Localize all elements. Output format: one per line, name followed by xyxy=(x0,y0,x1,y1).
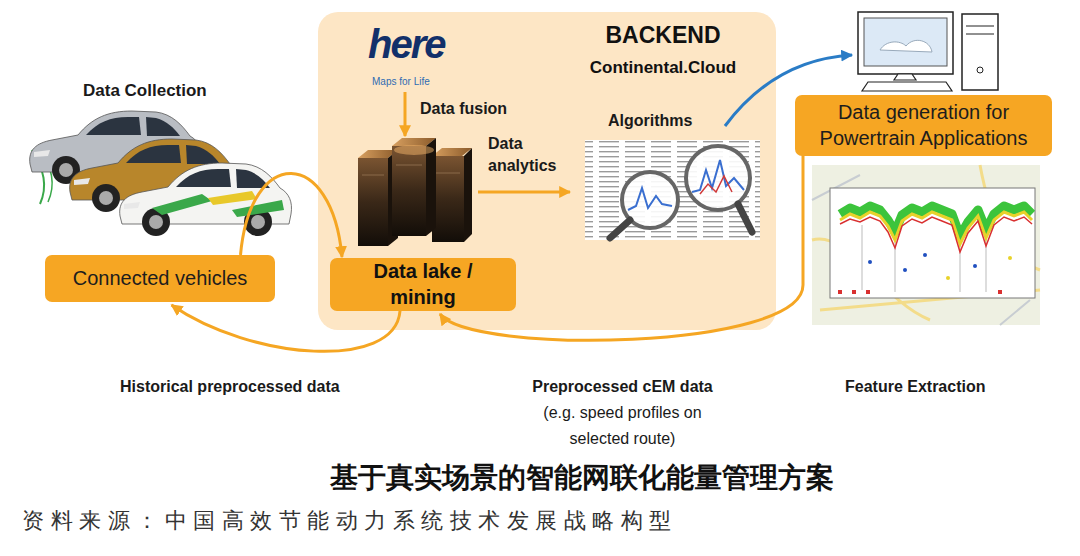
cars-picture-part-part xyxy=(208,191,257,205)
speed-profile-chart-part xyxy=(973,264,977,268)
logo-tagline: Maps for Life xyxy=(372,76,430,87)
algorithms-picture-part xyxy=(700,176,732,194)
caption: 基于真实场景的智能网联化能量管理方案 xyxy=(330,459,834,497)
region-heading: Continental.Cloud xyxy=(568,58,758,78)
label-slot: 资料来源：中国高效节能动力系统技术发展战略构型 xyxy=(22,506,678,536)
algorithms-picture-part xyxy=(610,220,630,238)
label-slot: Data fusion xyxy=(420,100,507,118)
cars-picture-part xyxy=(120,163,292,236)
speed-profile-chart-part xyxy=(903,268,907,272)
server-icon-part xyxy=(464,148,472,242)
process-box: Data generation for Powertrain Applicati… xyxy=(795,95,1052,156)
edge-label: Preprocessed cEM data xyxy=(515,378,730,396)
label-slot: Historical preprocessed data xyxy=(120,378,340,396)
computer-icon xyxy=(858,12,998,91)
server-icon-part xyxy=(358,158,388,246)
analytics-arrow xyxy=(478,191,570,194)
process-box: Data lake / mining xyxy=(330,258,516,311)
label-slot: Data analytics xyxy=(488,133,576,177)
computer-icon-part xyxy=(880,40,932,52)
computer-icon-part xyxy=(977,67,983,73)
region-fill xyxy=(318,12,776,330)
algorithms-picture-part xyxy=(585,140,760,240)
step-label: Data fusion xyxy=(420,100,507,118)
label-slot: Data Collection xyxy=(83,81,207,101)
cars-picture-part-part xyxy=(152,194,212,215)
label-slot: (e.g. speed profiles on selected route) xyxy=(515,400,730,452)
source-note: 资料来源：中国高效节能动力系统技术发展战略构型 xyxy=(22,506,678,536)
algorithms-picture-part xyxy=(585,140,760,240)
cars-picture-part-part xyxy=(232,200,284,217)
server-icon xyxy=(358,138,472,246)
step-label: Algorithms xyxy=(608,112,692,130)
computer-icon-part xyxy=(894,74,916,80)
process-box: Connected vehicles xyxy=(45,255,275,302)
note-text: (e.g. speed profiles on selected route) xyxy=(515,400,730,452)
computer-icon-part xyxy=(864,18,947,66)
speed-profile-chart-part xyxy=(923,253,927,257)
step-label: Feature Extraction xyxy=(845,378,985,396)
label-slot: 基于真实场景的智能网联化能量管理方案 xyxy=(330,459,834,497)
server-icon-part xyxy=(392,146,426,236)
computer-icon-part xyxy=(862,82,952,91)
label-slot: Preprocessed cEM data xyxy=(515,378,730,396)
computer-icon-part xyxy=(962,14,998,90)
server-icon-part xyxy=(436,173,460,174)
edge-label: Historical preprocessed data xyxy=(120,378,340,396)
speed-profile-chart-part xyxy=(840,217,1032,252)
server-icon-part xyxy=(432,156,464,242)
speed-profile-chart-part xyxy=(830,188,1035,298)
box-text: Data lake / mining xyxy=(342,259,504,310)
box-text: Connected vehicles xyxy=(73,266,248,292)
step-label: Data analytics xyxy=(488,133,576,177)
algorithms-picture-part xyxy=(686,146,750,210)
box-text: Data generation for Powertrain Applicati… xyxy=(807,100,1040,151)
algorithms-picture-part xyxy=(628,188,672,210)
label-slot: Feature Extraction xyxy=(845,378,985,396)
speed-profile-chart-part xyxy=(838,290,842,294)
algorithms-picture-part xyxy=(738,204,752,232)
server-icon-part xyxy=(396,165,422,166)
speed-profile-chart-part xyxy=(862,225,863,290)
computer-icon-part xyxy=(858,12,953,74)
computer-icon-part xyxy=(966,34,994,35)
section-heading: Data Collection xyxy=(83,81,207,101)
label-slot: Algorithms xyxy=(608,112,692,130)
region-heading: BACKEND xyxy=(568,22,758,49)
label-slot: here xyxy=(368,22,445,67)
cars-picture xyxy=(30,111,292,236)
speed-profile-chart-part xyxy=(1008,256,1012,260)
speed-profile-chart-part xyxy=(812,165,1040,320)
server-icon-part xyxy=(362,175,384,176)
speed-profile-chart-part xyxy=(998,290,1002,294)
logo-text: here xyxy=(368,22,445,67)
speed-profile-chart-part xyxy=(946,276,950,280)
algorithms-picture xyxy=(585,140,760,240)
speed-profile-chart-part xyxy=(866,290,870,294)
speed-profile-chart-part xyxy=(852,290,856,294)
computer-icon-part xyxy=(966,26,994,27)
cars-picture-part-part xyxy=(120,163,292,236)
fusion-arrow xyxy=(404,92,407,136)
speed-profile-chart xyxy=(812,165,1040,325)
label-slot: Maps for Life xyxy=(372,76,430,87)
speed-profile-chart-part xyxy=(868,260,872,264)
server-icon-part xyxy=(394,145,434,155)
speed-profile-chart-part xyxy=(812,165,1040,325)
speed-profile-chart-part xyxy=(840,206,1032,236)
